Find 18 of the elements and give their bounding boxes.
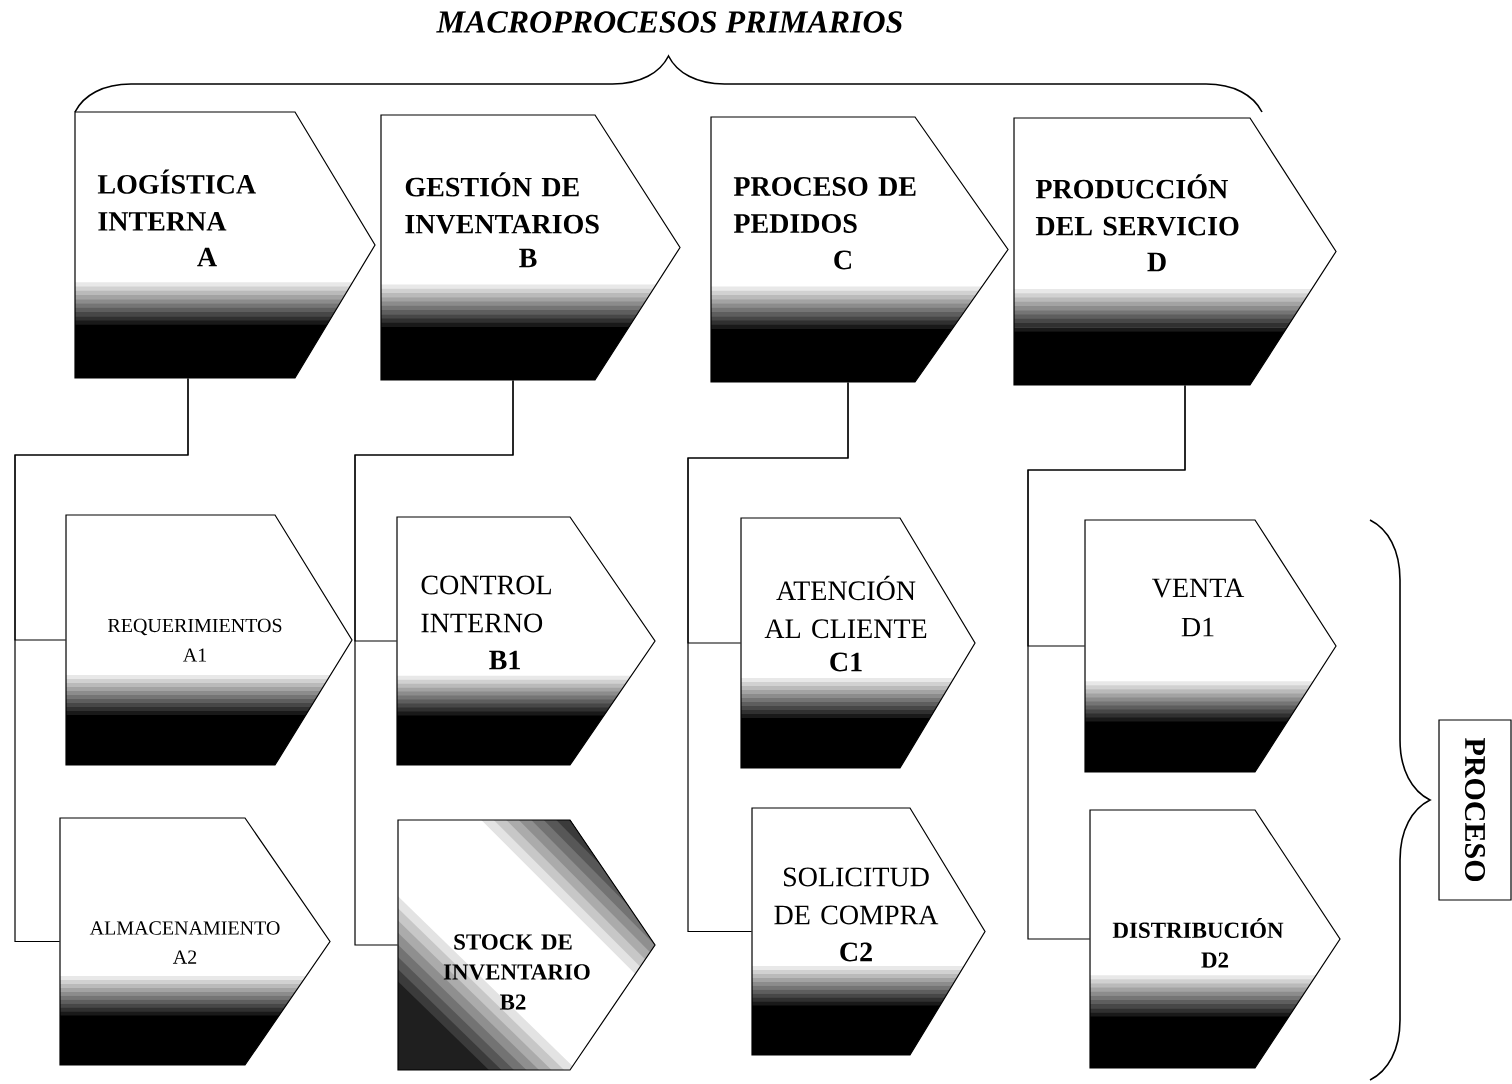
- process-box: DISTRIBUCIÓN D2: [1089, 809, 1341, 1069]
- process-box: REQUERIMIENTOS A1: [65, 514, 353, 766]
- process-box: PROCESO DE PEDIDOS C: [710, 116, 1009, 383]
- label-box: PROCESO: [1438, 719, 1512, 901]
- process-box: GESTIÓN DE INVENTARIOS B: [380, 114, 681, 381]
- connector-line: [14, 377, 189, 943]
- connector-line: [1027, 384, 1186, 940]
- connector-line: [687, 381, 849, 933]
- process-box: PRODUCCIÓN DEL SERVICIO D: [1013, 117, 1337, 386]
- process-box: SOLICITUD DE COMPRA C2: [751, 807, 986, 1056]
- process-box: LOGÍSTICA INTERNA A: [74, 111, 376, 379]
- process-box: ATENCIÓN AL CLIENTE C1: [740, 517, 976, 769]
- connector-line: [354, 379, 514, 946]
- process-box: ALMACENAMIENTO A2: [59, 817, 331, 1066]
- process-box: VENTA D1: [1084, 519, 1337, 773]
- process-box: STOCK DE INVENTARIO B2: [397, 819, 656, 1071]
- process-box: CONTROL INTERNO B1: [396, 516, 656, 766]
- title: MACROPROCESOS PRIMARIOS: [436, 11, 902, 33]
